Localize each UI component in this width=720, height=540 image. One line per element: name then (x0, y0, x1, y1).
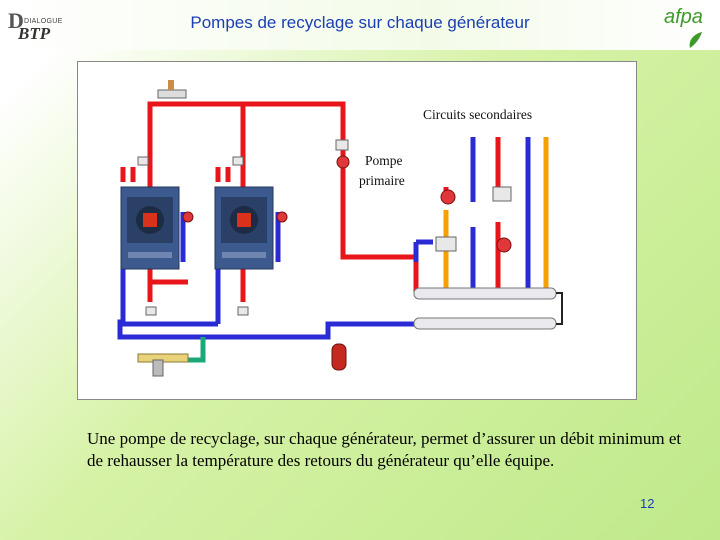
fill-assembly (137, 353, 189, 377)
header-band (0, 0, 720, 50)
boiler-2 (214, 186, 274, 270)
dialogue-btp-logo: D DIALOGUE BTP (6, 6, 76, 46)
slide-title: Pompes de recyclage sur chaque générateu… (190, 13, 530, 32)
fill-line (188, 337, 206, 363)
label-primary-pump-line2: primaire (359, 173, 405, 188)
label-primary-pump-line1: Pompe (365, 153, 403, 168)
hydraulic-diagram: Circuits secondaires Pompe primaire (77, 61, 637, 400)
return-pipes (117, 137, 554, 340)
logo-subtitle: DIALOGUE (24, 18, 63, 25)
boiler-1 (120, 186, 180, 270)
supply-pipes (120, 101, 554, 302)
air-vent (157, 80, 187, 99)
afpa-logo-text: afpa (664, 6, 703, 28)
valves (137, 139, 512, 316)
logo-initial: D (8, 8, 24, 33)
secondary-return-pipes (443, 137, 549, 294)
page-number: 12 (640, 496, 655, 511)
pumps (182, 155, 512, 253)
collectors (413, 287, 563, 330)
expansion-vessel (331, 343, 347, 371)
caption-text: Une pompe de recyclage, sur chaque génér… (87, 429, 682, 470)
logo-brand: BTP (18, 24, 51, 43)
afpa-leaf-icon (689, 32, 702, 48)
afpa-logo: afpa (660, 4, 716, 50)
label-secondary-circuits: Circuits secondaires (423, 107, 533, 122)
diagram-drawing (117, 80, 563, 377)
